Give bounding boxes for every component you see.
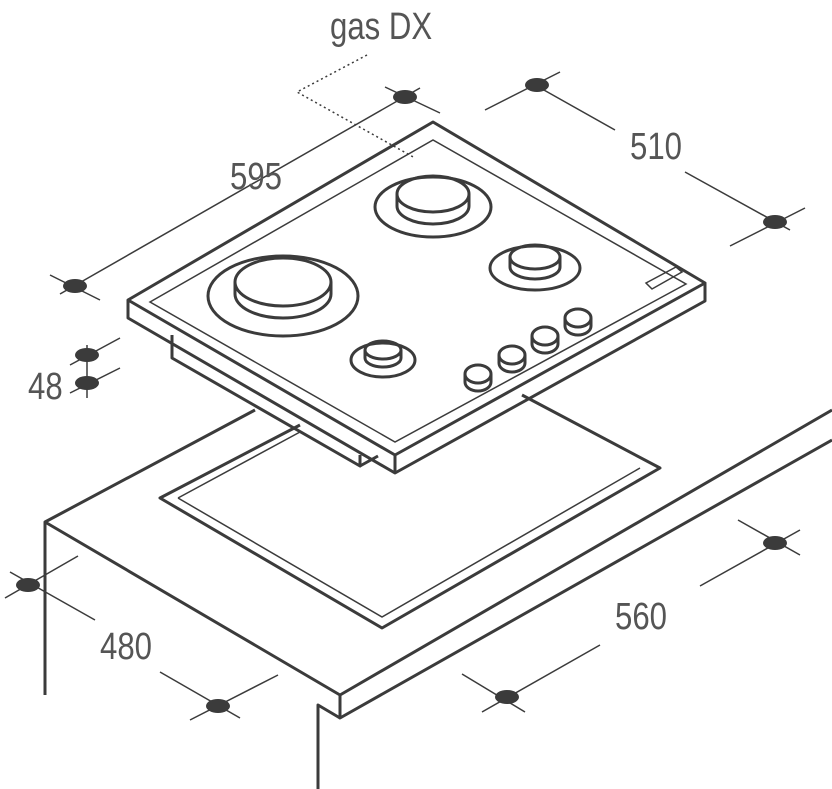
control-knobs [463,307,593,393]
dimension-48: 48 [28,366,63,408]
hob [126,120,707,475]
dimension-lines [4,54,806,721]
dimension-560: 560 [615,596,667,638]
countertop [43,408,832,789]
cutout [158,393,662,630]
burners [206,174,582,379]
model-title: gas DX [330,6,433,48]
dimension-480: 480 [100,626,152,668]
dimension-595: 595 [230,156,282,198]
dimension-510: 510 [630,126,682,168]
